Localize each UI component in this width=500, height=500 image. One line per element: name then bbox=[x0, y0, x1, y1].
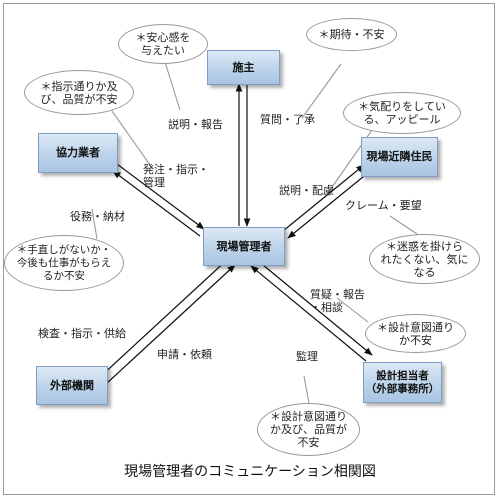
bubble-neighbors-wish: ＊気配りをしてい る、アッピール bbox=[343, 92, 461, 134]
relation-label-external-down: 検査・指示・供給 bbox=[38, 327, 126, 340]
leader-designer-feel bbox=[336, 297, 369, 323]
relation-label-partner-down: 発注・指示・ 管理 bbox=[143, 163, 209, 189]
relation-label-client-down: 説明・報告 bbox=[168, 118, 223, 131]
leader-neighbors-feel bbox=[389, 215, 421, 237]
node-designer: 設計担当者 （外部事務所） bbox=[363, 362, 442, 403]
node-partner: 協力業者 bbox=[38, 133, 118, 173]
leader-partner-feel bbox=[111, 110, 151, 166]
bubble-partner-feel: ＊指示通りか及 び、品質が不安 bbox=[24, 70, 134, 115]
arrow-center-to-partner bbox=[112, 170, 201, 237]
relation-label-neighbors-up: クレーム・要望 bbox=[345, 199, 422, 212]
bubble-designer-feel: ＊設計意図通り か不安 bbox=[365, 314, 466, 353]
bubble-partner-wish: ＊手直しがないか・ 今後も仕事がもらえ るか不安 bbox=[4, 235, 124, 291]
relation-label-neighbors-down: 説明・配慮 bbox=[279, 184, 334, 197]
arrow-neighbors-to-center bbox=[287, 171, 370, 239]
arrow-center-to-neighbors bbox=[282, 164, 365, 232]
arrow-center-to-designer bbox=[256, 259, 373, 356]
relation-label-client-up: 質問・了承 bbox=[260, 113, 315, 126]
arrow-designer-to-center bbox=[250, 265, 367, 362]
node-external: 外部機関 bbox=[36, 366, 108, 405]
relation-label-external-up: 申請・依頼 bbox=[157, 348, 212, 361]
relation-label-designer-up: 質疑・報告 ・相談 bbox=[310, 288, 365, 314]
leader-client-feel bbox=[301, 63, 342, 119]
diagram-frame bbox=[3, 3, 495, 495]
arrow-center-to-external bbox=[99, 257, 230, 378]
bubble-designer-feel2: ＊設計意図通り か及び、品質が 不安 bbox=[257, 403, 360, 456]
bubble-client-wish: ＊安心感を 与えたい bbox=[118, 24, 208, 64]
arrow-partner-to-center bbox=[116, 163, 205, 230]
bubble-neighbors-feel: ＊迷惑を掛けら れたくない、気に なる bbox=[369, 234, 480, 284]
node-client: 施主 bbox=[207, 50, 280, 85]
leader-partner-wish bbox=[91, 208, 98, 240]
bubble-client-feel: ＊期待・不安 bbox=[306, 18, 397, 51]
arrow-external-to-center bbox=[105, 264, 236, 385]
relation-label-designer-down: 監理 bbox=[296, 350, 318, 363]
leader-client-wish bbox=[164, 61, 181, 111]
diagram-caption: 現場管理者のコミュニケーション相関図 bbox=[124, 464, 376, 480]
relation-label-partner-up: 役務・納材 bbox=[70, 210, 125, 223]
node-neighbors: 現場近隣住民 bbox=[361, 137, 438, 177]
node-center: 現場管理者 bbox=[203, 227, 285, 266]
